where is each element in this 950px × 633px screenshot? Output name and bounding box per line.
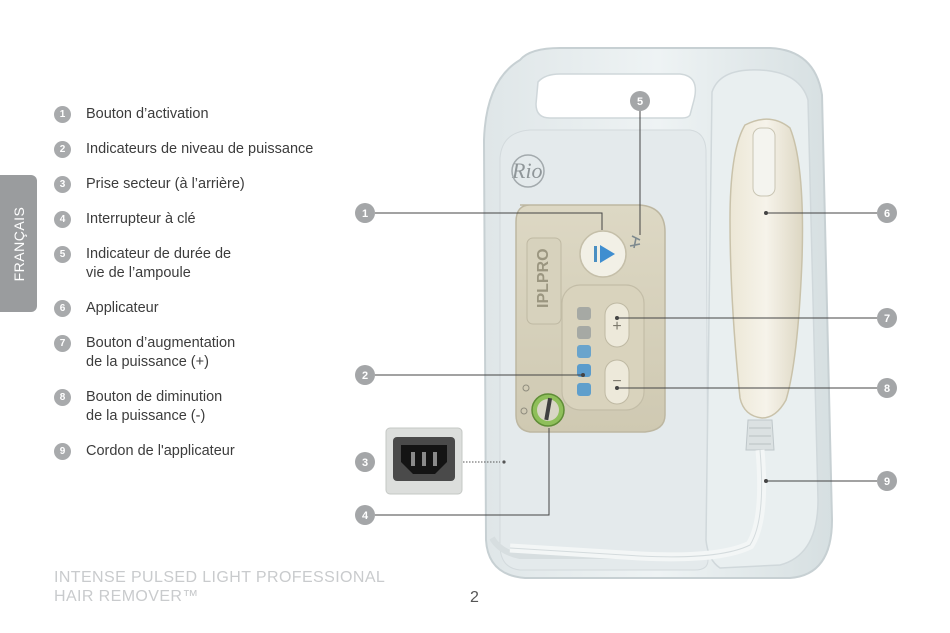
callout-badge: 6 xyxy=(877,203,897,223)
legend-text: Indicateur de durée de vie de l’ampoule xyxy=(86,245,326,283)
power-decrease-button[interactable]: − xyxy=(604,359,630,405)
brand-logo: Rio xyxy=(511,158,543,183)
legend-item: 3 Prise secteur (à l’arrière) xyxy=(54,175,326,194)
legend-text: Bouton d’augmentation de la puissance (+… xyxy=(86,334,326,372)
callout-badge: 8 xyxy=(877,378,897,398)
legend-text: Indicateurs de niveau de puissance xyxy=(86,141,314,157)
power-level-indicator xyxy=(577,383,591,396)
page-number: 2 xyxy=(470,589,479,606)
legend-text-line: de la puissance (+) xyxy=(86,354,209,370)
legend-text: Cordon de l'applicateur xyxy=(86,443,235,459)
legend-item: 8 Bouton de diminution de la puissance (… xyxy=(54,388,326,426)
power-level-area xyxy=(561,284,645,411)
brand-logo-ring xyxy=(511,154,545,188)
callout-badge: 7 xyxy=(877,308,897,328)
legend-text-line: vie de l’ampoule xyxy=(86,265,191,281)
legend-number: 6 xyxy=(54,300,71,317)
legend-number: 4 xyxy=(54,211,71,228)
power-increase-button[interactable]: + xyxy=(604,302,630,348)
panel-brand-label: IPLPRO xyxy=(535,248,552,308)
power-socket-inset xyxy=(385,427,463,495)
play-icon xyxy=(600,245,615,263)
callout-badge: 2 xyxy=(355,365,375,385)
product-title: INTENSE PULSED LIGHT PROFESSIONAL HAIR R… xyxy=(54,568,434,606)
legend-item: 9 Cordon de l'applicateur xyxy=(54,442,326,461)
svg-text:9: 9 xyxy=(884,476,890,488)
key-switch[interactable] xyxy=(520,384,565,427)
callout-badge: 5 xyxy=(630,91,650,111)
legend-number: 1 xyxy=(54,106,71,123)
power-off-icon xyxy=(520,407,528,415)
legend-text-line: Indicateur de durée de xyxy=(86,246,232,262)
legend-item: 4 Interrupteur à clé xyxy=(54,210,326,229)
callout-badge: 9 xyxy=(877,471,897,491)
legend-number: 3 xyxy=(54,176,71,193)
legend-number: 2 xyxy=(54,141,71,158)
legend-text-line: de la puissance (-) xyxy=(86,408,206,424)
legend-item: 5 Indicateur de durée de vie de l’ampoul… xyxy=(54,245,326,283)
legend-text: Applicateur xyxy=(86,300,159,316)
svg-text:+: + xyxy=(612,318,621,335)
product-title-line: INTENSE PULSED LIGHT PROFESSIONAL xyxy=(54,569,386,586)
legend-item: 6 Applicateur xyxy=(54,299,326,318)
lamp-life-indicator-icon xyxy=(629,235,641,249)
legend-text: Prise secteur (à l’arrière) xyxy=(86,176,245,192)
product-title-line: HAIR REMOVER™ xyxy=(54,588,199,605)
svg-text:3: 3 xyxy=(362,457,368,469)
legend-number: 8 xyxy=(54,389,71,406)
legend-item: 2 Indicateurs de niveau de puissance xyxy=(54,140,326,159)
svg-text:4: 4 xyxy=(362,510,369,522)
legend-item: 7 Bouton d’augmentation de la puissance … xyxy=(54,334,326,372)
legend-number: 7 xyxy=(54,335,71,352)
legend-text-line: Bouton de diminution xyxy=(86,389,223,405)
power-level-indicator xyxy=(577,364,591,377)
applicator[interactable] xyxy=(729,118,804,451)
callout-badge: 1 xyxy=(355,203,375,223)
svg-text:1: 1 xyxy=(362,208,368,220)
svg-text:7: 7 xyxy=(884,313,890,325)
legend-number: 5 xyxy=(54,246,71,263)
svg-text:5: 5 xyxy=(637,96,643,108)
svg-text:−: − xyxy=(612,373,621,390)
callout-badge: 4 xyxy=(355,505,375,525)
svg-text:6: 6 xyxy=(884,208,890,220)
power-on-icon xyxy=(522,384,530,392)
legend-text: Bouton de diminution de la puissance (-) xyxy=(86,388,326,426)
legend-item: 1 Bouton d’activation xyxy=(54,105,326,124)
svg-text:2: 2 xyxy=(362,370,368,382)
legend-text-line: Bouton d’augmentation xyxy=(86,335,236,351)
legend-number: 9 xyxy=(54,443,71,460)
power-level-indicator xyxy=(577,345,591,358)
activation-button[interactable] xyxy=(579,230,627,278)
language-tab[interactable]: FRANÇAIS xyxy=(0,175,37,312)
legend-text: Bouton d’activation xyxy=(86,106,209,122)
legend-text: Interrupteur à clé xyxy=(86,211,196,227)
callout-badge: 3 xyxy=(355,452,375,472)
power-level-indicator xyxy=(577,307,591,320)
power-level-indicator xyxy=(577,326,591,339)
callout-lines xyxy=(375,101,877,516)
callout-dots xyxy=(581,211,768,483)
svg-text:8: 8 xyxy=(884,383,890,395)
